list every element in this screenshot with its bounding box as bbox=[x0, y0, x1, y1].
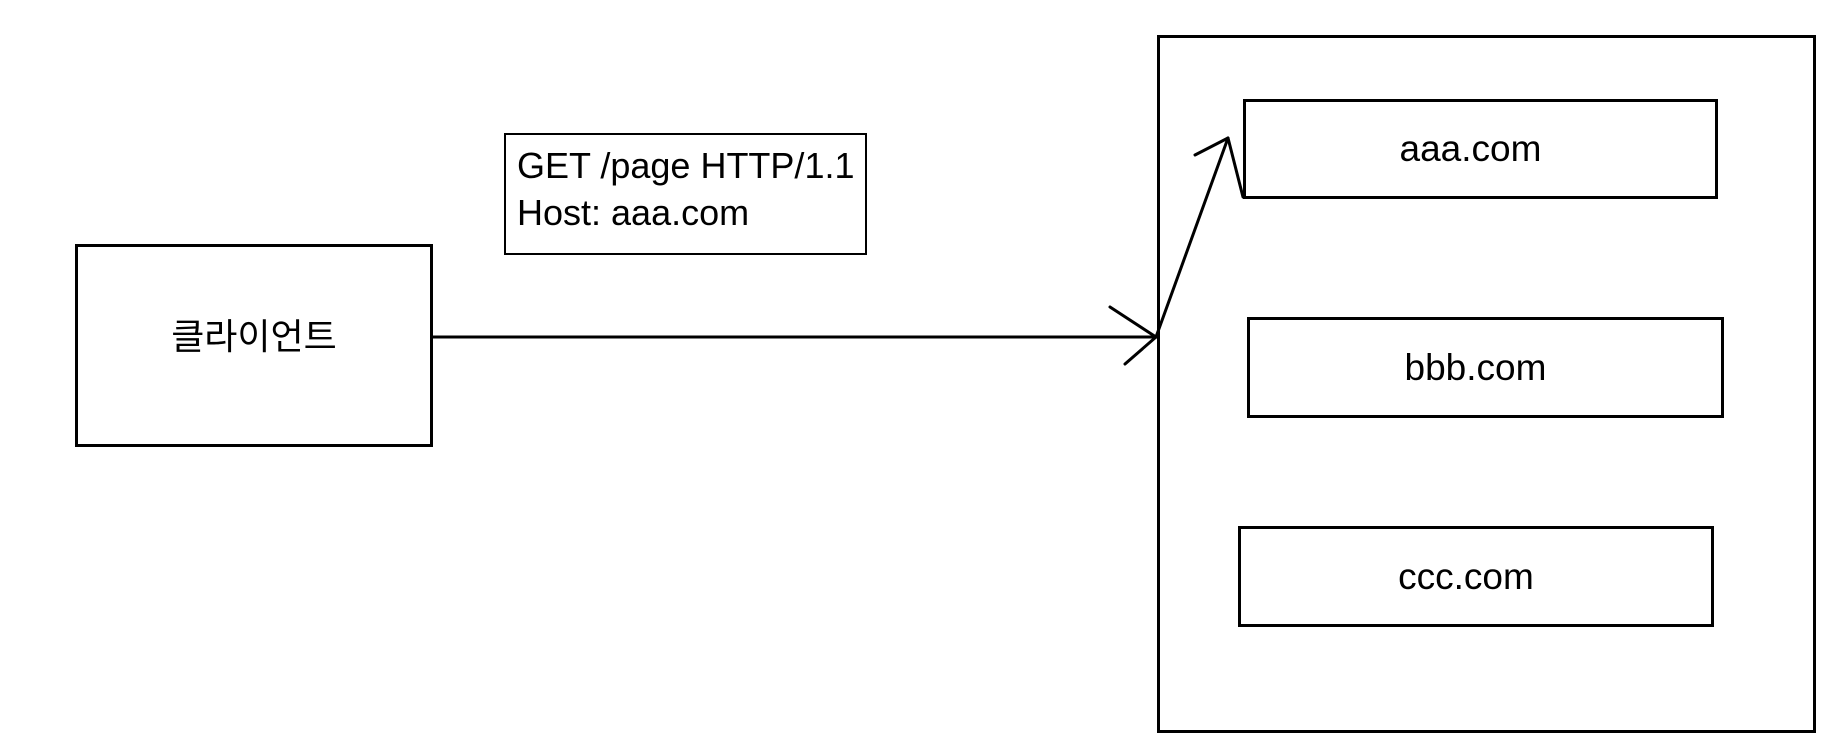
request-label-box: GET /page HTTP/1.1 Host: aaa.com bbox=[504, 133, 867, 255]
server-box bbox=[1157, 35, 1816, 733]
host-label-bbb: bbb.com bbox=[1404, 346, 1547, 388]
host-box-ccc: ccc.com bbox=[1238, 526, 1714, 627]
request-line-method: GET /page HTTP/1.1 bbox=[517, 145, 855, 186]
request-arrow bbox=[431, 305, 1158, 366]
host-box-bbb: bbb.com bbox=[1247, 317, 1724, 418]
request-line-host: Host: aaa.com bbox=[517, 192, 750, 233]
host-label-ccc: ccc.com bbox=[1398, 555, 1534, 597]
client-box: 클라이언트 bbox=[75, 244, 433, 447]
host-box-aaa: aaa.com bbox=[1243, 99, 1718, 199]
host-label-aaa: aaa.com bbox=[1399, 128, 1542, 169]
client-label: 클라이언트 bbox=[171, 315, 337, 357]
